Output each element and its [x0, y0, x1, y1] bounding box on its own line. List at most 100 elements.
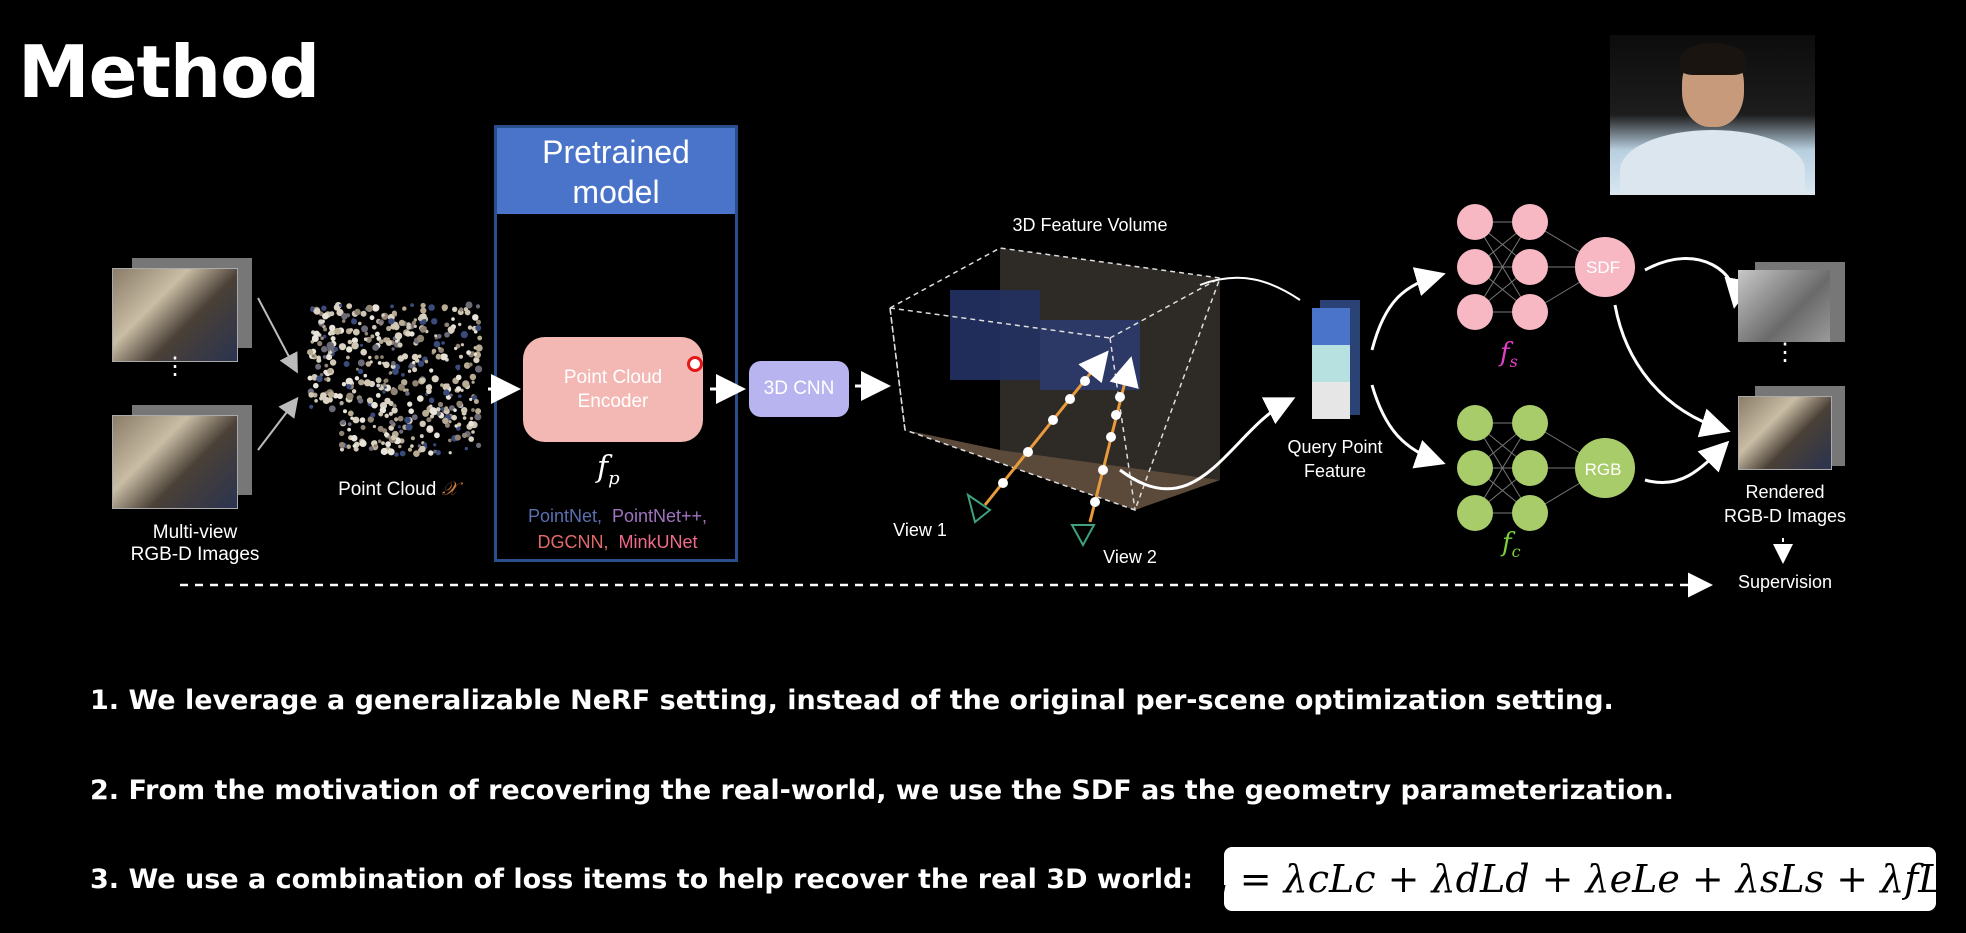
point-cloud-dot	[392, 388, 398, 394]
point-cloud-dot	[338, 343, 347, 351]
point-cloud-dot	[373, 443, 377, 448]
point-cloud-dot	[379, 406, 387, 414]
point-cloud-dot	[448, 451, 452, 455]
point-cloud-dot	[352, 328, 360, 336]
multiview-label: Multi-view RGB-D Images	[100, 522, 290, 566]
pretrained-line1: Pretrained	[542, 134, 690, 170]
point-cloud-dot	[327, 368, 333, 374]
point-cloud-dot	[307, 375, 313, 381]
point-cloud-dot	[474, 413, 482, 421]
net-node	[1512, 450, 1548, 486]
point-cloud-dot	[386, 337, 390, 342]
point-cloud-graphic	[307, 301, 483, 457]
point-cloud-dot	[369, 315, 375, 321]
option-minkunet: MinkUNet	[618, 532, 698, 552]
point-cloud-dot	[397, 342, 403, 348]
point-cloud-dot	[327, 348, 331, 352]
point-cloud-dot	[407, 369, 412, 373]
point-cloud-dot	[378, 411, 384, 417]
point-cloud-dot	[465, 301, 473, 309]
point-cloud-dot	[316, 355, 321, 361]
point-cloud-dot	[357, 398, 364, 404]
point-cloud-dot	[412, 360, 416, 365]
point-cloud-dot	[327, 391, 335, 398]
camera-rays	[966, 350, 1139, 548]
rendered-label-line2: RGB-D Images	[1723, 506, 1847, 526]
point-cloud-dot	[315, 363, 322, 370]
rendered-rgb-image	[1738, 396, 1832, 470]
point-cloud-dot	[437, 401, 444, 408]
point-cloud-dot	[346, 346, 353, 353]
point-cloud-dot	[429, 368, 434, 373]
point-cloud-dot	[355, 367, 359, 371]
net-node	[1512, 294, 1548, 330]
rgb-output-label: RGB	[1584, 460, 1622, 479]
point-cloud-dot	[452, 308, 456, 312]
input-image-1	[112, 268, 238, 362]
point-cloud-dot	[351, 318, 355, 322]
point-cloud-dot	[426, 425, 434, 432]
fc-symbol: f	[1502, 528, 1512, 558]
encoder-line2: Encoder	[577, 390, 649, 412]
point-cloud-dot	[461, 407, 468, 414]
point-cloud-dot	[327, 397, 333, 403]
point-cloud-dot	[330, 336, 336, 342]
point-cloud-dot	[424, 359, 429, 364]
point-cloud-dot	[358, 379, 365, 386]
point-cloud-dot	[387, 448, 395, 456]
point-cloud-dot	[419, 377, 426, 384]
point-cloud-dot	[357, 368, 364, 375]
point-cloud-dot	[346, 313, 350, 318]
point-cloud-dot	[433, 340, 441, 348]
point-cloud-dot	[419, 445, 426, 453]
point-cloud-dot	[469, 397, 473, 401]
rendered-label-line1: Rendered	[1745, 482, 1825, 502]
point-cloud-dot	[404, 416, 411, 424]
point-cloud-dot	[323, 369, 328, 375]
point-cloud-dot	[317, 340, 323, 347]
point-cloud-dot	[473, 352, 477, 356]
point-cloud-dot	[467, 325, 473, 330]
point-cloud-dot	[391, 435, 397, 441]
view1-label: View 1	[893, 520, 947, 540]
point-cloud-dot	[476, 442, 482, 448]
point-cloud-dot	[472, 314, 479, 321]
encoder-symbol: fp	[597, 450, 620, 489]
point-cloud-dot	[411, 414, 418, 421]
point-cloud-dot	[372, 325, 377, 330]
query-label-line2: Feature	[1303, 461, 1367, 481]
point-cloud-dot	[464, 309, 471, 316]
point-cloud-dot	[410, 444, 414, 448]
point-cloud-dot	[360, 343, 363, 347]
point-cloud-dot	[435, 353, 442, 360]
point-cloud-dot	[322, 312, 329, 320]
point-cloud-dot	[343, 409, 347, 414]
point-cloud-dot	[363, 337, 368, 341]
point-cloud-dot	[413, 450, 420, 457]
point-cloud-dot	[434, 432, 440, 439]
option-pointnetpp: PointNet++,	[612, 506, 708, 526]
point-cloud-symbol: 𝒳	[441, 478, 458, 500]
point-cloud-dot	[346, 444, 351, 449]
bullet-2: 2. From the motivation of recovering the…	[90, 775, 1674, 806]
point-cloud-dot	[458, 322, 462, 327]
rgb-network	[1457, 405, 1635, 531]
point-cloud-dot	[429, 414, 435, 419]
point-cloud-dot	[410, 303, 414, 307]
point-cloud-dot	[368, 446, 374, 451]
arrow-rgb-to-rendered	[1644, 440, 1730, 485]
point-cloud-dot	[375, 377, 382, 384]
point-cloud-dot	[420, 313, 427, 320]
point-cloud-dot	[360, 348, 367, 356]
point-cloud-dot	[395, 339, 399, 343]
point-cloud-dot	[349, 328, 353, 332]
point-cloud-dot	[431, 375, 439, 383]
point-cloud-dot	[475, 408, 482, 415]
speaker-hair	[1680, 43, 1746, 75]
point-cloud-dot	[437, 346, 441, 350]
point-cloud-dot	[372, 440, 377, 445]
point-cloud-dot	[460, 388, 464, 392]
point-cloud-dot	[382, 383, 387, 387]
point-cloud-dot	[346, 303, 353, 309]
